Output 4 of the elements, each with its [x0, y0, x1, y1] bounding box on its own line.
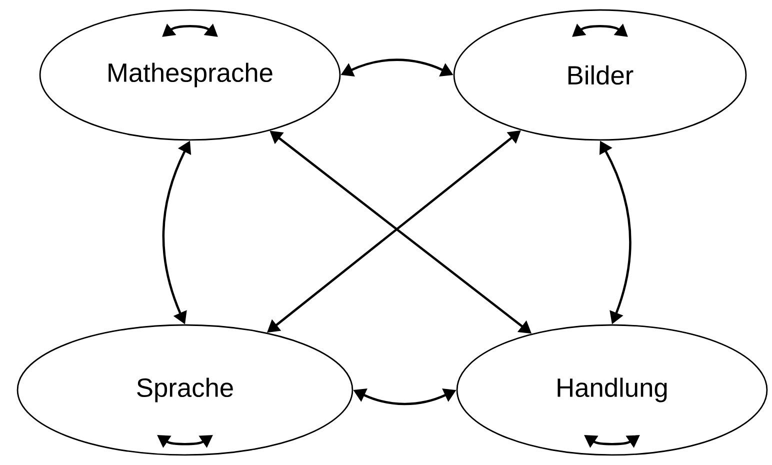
ellipse-node: Sprache — [16, 324, 354, 456]
ellipse-node: Mathesprache — [39, 9, 341, 141]
ellipse-node: Bilder — [453, 9, 747, 141]
ellipse-node: Handlung — [456, 324, 768, 456]
